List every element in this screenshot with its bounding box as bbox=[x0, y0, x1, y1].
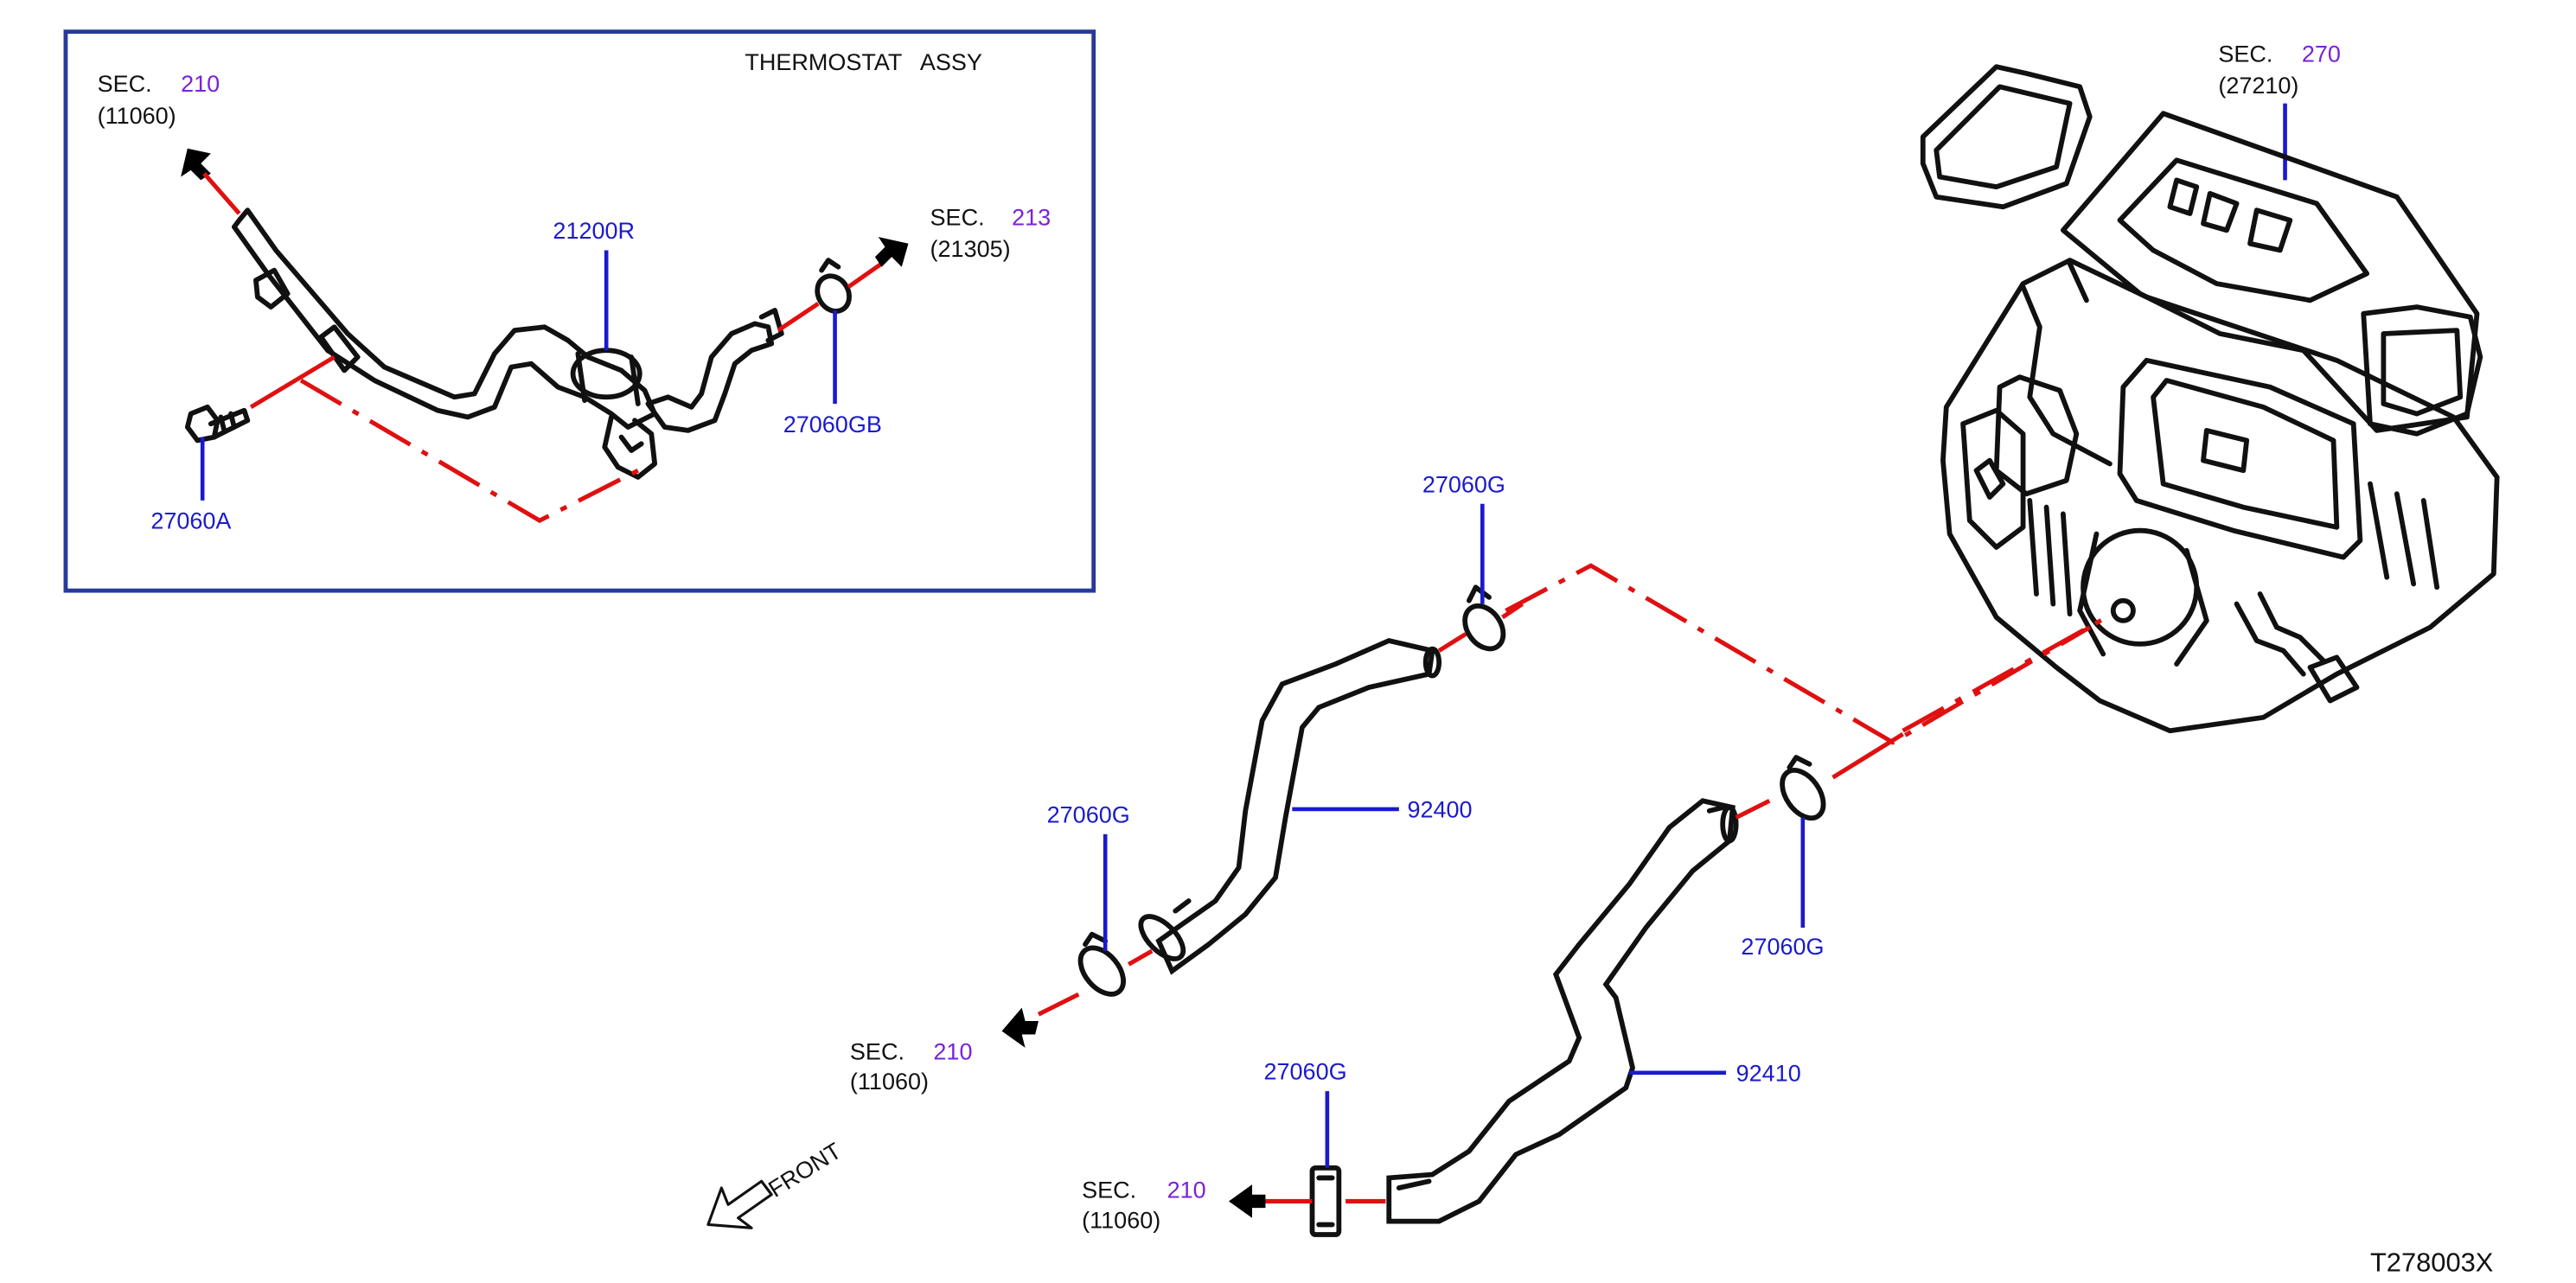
bolt-icon bbox=[184, 404, 251, 444]
upper-hose-sec-210-callout: SEC. 210 (11060) bbox=[850, 1038, 973, 1095]
inset-border bbox=[63, 29, 1096, 593]
sec-number[interactable]: 210 bbox=[181, 71, 220, 97]
inset-title: THERMOSTAT ASSY bbox=[745, 49, 982, 75]
leader-line bbox=[1505, 563, 2092, 745]
arrow-icon bbox=[874, 237, 909, 267]
sec-prefix: SEC. bbox=[1082, 1178, 1136, 1203]
clamp-icon bbox=[815, 258, 852, 314]
part-number-92410[interactable]: 92410 bbox=[1736, 1060, 1801, 1086]
leader-line bbox=[777, 261, 884, 333]
inset-sec-210-callout: SEC. 210 (11060) bbox=[98, 71, 221, 129]
inset-sec-213-callout: SEC. 213 (21305) bbox=[930, 205, 1051, 263]
part-number-27060A[interactable]: 27060A bbox=[150, 508, 231, 534]
clamp-icon bbox=[1780, 755, 1826, 821]
front-label: FRONT bbox=[764, 1138, 846, 1203]
heater-hose-92410 bbox=[1386, 798, 1739, 1224]
diagram-code: T278003X bbox=[2370, 1247, 2493, 1277]
sec-ref: (11060) bbox=[1082, 1207, 1160, 1233]
heater-hose-92400 bbox=[1138, 637, 1442, 975]
leader-line bbox=[1437, 602, 1525, 653]
front-indicator: FRONT bbox=[706, 1138, 846, 1229]
leader-line bbox=[299, 378, 639, 523]
heater-unit: SEC. 270 (27210) bbox=[1920, 41, 2500, 734]
sec-number[interactable]: 213 bbox=[1012, 205, 1051, 231]
sec-number[interactable]: 270 bbox=[2302, 41, 2341, 67]
sec-prefix: SEC. bbox=[930, 205, 985, 231]
lower-hose-clamp-right-label[interactable]: 27060G bbox=[1741, 934, 1824, 960]
part-number-27060GB[interactable]: 27060GB bbox=[783, 412, 882, 437]
arrow-icon bbox=[1228, 1184, 1266, 1218]
leader-line bbox=[249, 354, 336, 410]
clamp-icon bbox=[1077, 931, 1126, 997]
lower-hose-clamp-bottom-label[interactable]: 27060G bbox=[1264, 1059, 1347, 1085]
part-number-92400[interactable]: 92400 bbox=[1407, 797, 1472, 823]
part-number-21200R[interactable]: 21200R bbox=[553, 218, 635, 244]
upper-hose-clamp-bottom-label[interactable]: 27060G bbox=[1047, 801, 1130, 827]
lower-hose-sec-210-callout: SEC. 210 (11060) bbox=[1082, 1178, 1205, 1234]
sec-prefix: SEC. bbox=[850, 1038, 904, 1064]
leader-line bbox=[1735, 731, 1904, 820]
upper-hose-clamp-top-label[interactable]: 27060G bbox=[1422, 471, 1505, 497]
thermostat-inset: THERMOSTAT ASSY SEC. 210 (11060) bbox=[63, 29, 1096, 593]
heater-unit-sec-270-callout: SEC. 270 (27210) bbox=[2218, 41, 2341, 99]
sec-prefix: SEC. bbox=[2218, 41, 2272, 67]
front-arrow-icon bbox=[706, 1179, 773, 1229]
leader-line bbox=[1902, 615, 2108, 733]
sec-ref: (11060) bbox=[850, 1069, 929, 1095]
sec-ref: (27210) bbox=[2218, 73, 2298, 99]
clamp-icon bbox=[1462, 584, 1506, 652]
sec-number[interactable]: 210 bbox=[933, 1038, 972, 1064]
leader-line bbox=[202, 172, 241, 215]
sec-number[interactable]: 210 bbox=[1167, 1178, 1206, 1203]
arrow-icon bbox=[1001, 1007, 1039, 1048]
sec-ref: (21305) bbox=[930, 236, 1011, 262]
leader-line bbox=[1037, 948, 1154, 1017]
arrow-icon bbox=[181, 148, 211, 181]
sec-prefix: SEC. bbox=[98, 71, 152, 97]
sec-ref: (11060) bbox=[98, 103, 176, 129]
clamp-icon bbox=[1309, 1165, 1342, 1237]
thermostat-pipe bbox=[231, 207, 784, 480]
